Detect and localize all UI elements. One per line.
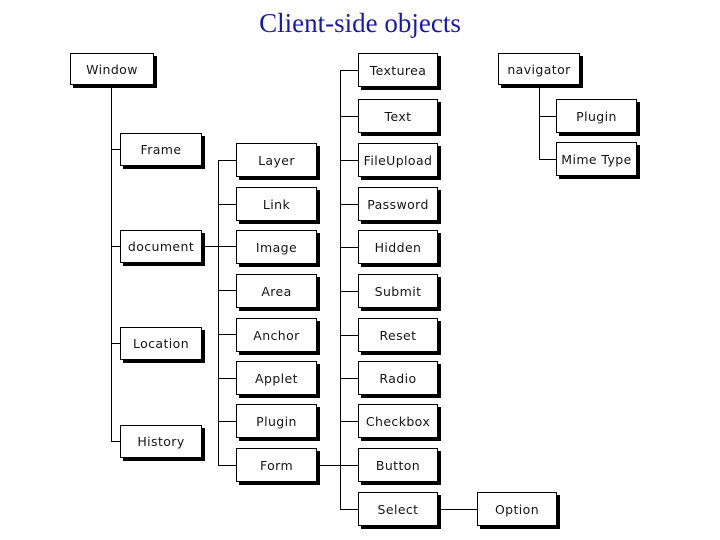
node-layer[interactable]: Layer	[236, 143, 317, 177]
connector-form-to-radio	[340, 378, 358, 380]
node-history[interactable]: History	[120, 425, 202, 458]
node-form[interactable]: Form	[236, 448, 317, 482]
node-navigator[interactable]: navigator	[498, 53, 580, 85]
connector-select-to-option	[438, 509, 477, 511]
connector-doc-to-area	[218, 290, 236, 292]
connector-form-to-reset	[340, 335, 358, 337]
node-label: Checkbox	[365, 413, 431, 429]
connector-form-to-texturea	[340, 70, 358, 72]
node-label: Radio	[379, 370, 417, 386]
node-label: FileUpload	[363, 152, 433, 168]
node-select[interactable]: Select	[358, 492, 438, 526]
connector-doc-to-link	[218, 204, 236, 206]
node-password[interactable]: Password	[358, 187, 438, 221]
node-label: Anchor	[253, 327, 300, 343]
connector-form-to-hidden	[340, 247, 358, 249]
node-plugin-nav[interactable]: Plugin	[556, 99, 637, 133]
node-window[interactable]: Window	[70, 53, 154, 85]
connector-navigator-to-mimetype	[539, 159, 556, 161]
node-label: Form	[259, 457, 294, 473]
node-location[interactable]: Location	[120, 327, 202, 360]
node-reset[interactable]: Reset	[358, 318, 438, 352]
connector-window-trunk	[111, 85, 113, 441]
connector-doc-to-plugin	[218, 421, 236, 423]
connector-form-to-submit	[340, 291, 358, 293]
node-label: Reset	[379, 327, 417, 343]
connector-form-out	[317, 465, 340, 467]
node-label: History	[137, 434, 185, 449]
connector-window-to-location	[111, 343, 120, 345]
node-radio[interactable]: Radio	[358, 361, 438, 395]
node-label: Option	[494, 501, 540, 517]
connector-document-trunk	[218, 160, 220, 465]
node-texturea[interactable]: Texturea	[358, 53, 438, 87]
node-mimetype[interactable]: Mime Type	[556, 142, 637, 176]
connector-doc-to-layer	[218, 160, 236, 162]
connector-window-to-history	[111, 441, 120, 443]
node-button[interactable]: Button	[358, 448, 438, 482]
node-checkbox[interactable]: Checkbox	[358, 404, 438, 438]
node-option[interactable]: Option	[477, 492, 557, 526]
node-label: Hidden	[374, 239, 422, 255]
node-label: Layer	[258, 152, 295, 168]
node-label: Area	[261, 283, 292, 299]
node-anchor[interactable]: Anchor	[236, 318, 317, 352]
connector-doc-to-anchor	[218, 334, 236, 336]
connector-form-to-fileupload	[340, 160, 358, 162]
connector-form-trunk	[340, 70, 342, 509]
node-label: Image	[255, 239, 298, 255]
connector-document-out	[202, 246, 218, 248]
node-label: Text	[384, 108, 412, 124]
node-label: navigator	[507, 61, 571, 77]
connector-form-to-checkbox	[340, 421, 358, 423]
node-area[interactable]: Area	[236, 274, 317, 308]
connector-navigator-to-plugin	[539, 116, 556, 118]
node-label: Applet	[255, 370, 298, 386]
node-label: Submit	[374, 283, 422, 299]
node-label: Texturea	[369, 62, 427, 78]
connector-form-to-password	[340, 204, 358, 206]
node-label: Window	[86, 61, 138, 77]
node-label: Link	[262, 196, 291, 212]
node-submit[interactable]: Submit	[358, 274, 438, 308]
connector-navigator-trunk	[539, 85, 541, 159]
connector-doc-to-form	[218, 465, 236, 467]
connector-doc-to-image	[218, 246, 236, 248]
node-label: Mime Type	[561, 151, 632, 167]
node-hidden[interactable]: Hidden	[358, 230, 438, 264]
node-link[interactable]: Link	[236, 187, 317, 221]
connector-doc-to-applet	[218, 378, 236, 380]
node-label: Select	[377, 501, 419, 517]
node-image[interactable]: Image	[236, 230, 317, 264]
node-label: document	[127, 239, 195, 254]
connector-window-to-frame	[111, 149, 120, 151]
node-applet[interactable]: Applet	[236, 361, 317, 395]
node-frame[interactable]: Frame	[120, 133, 202, 166]
node-label: Location	[132, 336, 190, 351]
connector-form-to-text	[340, 116, 358, 118]
connector-form-to-select	[340, 509, 358, 511]
node-document[interactable]: document	[120, 230, 202, 263]
node-label: Frame	[140, 142, 182, 157]
connector-form-to-button	[340, 465, 358, 467]
node-plugin-doc[interactable]: Plugin	[236, 404, 317, 438]
node-fileupload[interactable]: FileUpload	[358, 143, 438, 177]
connector-window-to-document	[111, 246, 120, 248]
node-label: Plugin	[576, 108, 617, 124]
slide-title: Client-side objects	[259, 8, 461, 38]
node-label: Plugin	[256, 413, 297, 429]
node-text[interactable]: Text	[358, 99, 438, 133]
node-label: Button	[375, 457, 421, 473]
node-label: Password	[367, 196, 429, 212]
